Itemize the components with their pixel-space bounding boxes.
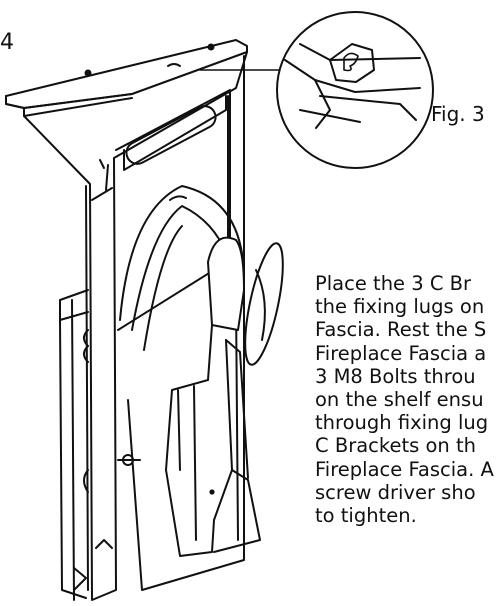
instruction-line: the fixing lugs on [315, 295, 485, 319]
instruction-line: to tighten. [315, 503, 417, 527]
mantel-shelf [5, 39, 248, 117]
instruction-line: on the shelf ensu [315, 387, 484, 411]
instruction-line: C Brackets on th [315, 434, 476, 458]
instruction-line: Fireplace Fascia a [315, 341, 487, 365]
page-number: 4 [0, 30, 14, 55]
instruction-line: screw driver sho [315, 480, 476, 504]
instruction-line: Place the 3 C Br [315, 272, 472, 295]
instruction-line: Fireplace Fascia. A [315, 457, 494, 481]
detail-circle [276, 11, 434, 169]
instruction-line: 3 M8 Bolts throu [315, 364, 476, 388]
figure-label: Fig. 3 [431, 102, 485, 126]
fascia-body [23, 51, 248, 601]
instruction-line: Fascia. Rest the S [315, 318, 487, 342]
instruction-line: through fixing lug [315, 411, 489, 435]
instruction-text: Place the 3 C Br the fixing lugs on Fasc… [315, 272, 504, 527]
fire-hood [117, 236, 284, 557]
